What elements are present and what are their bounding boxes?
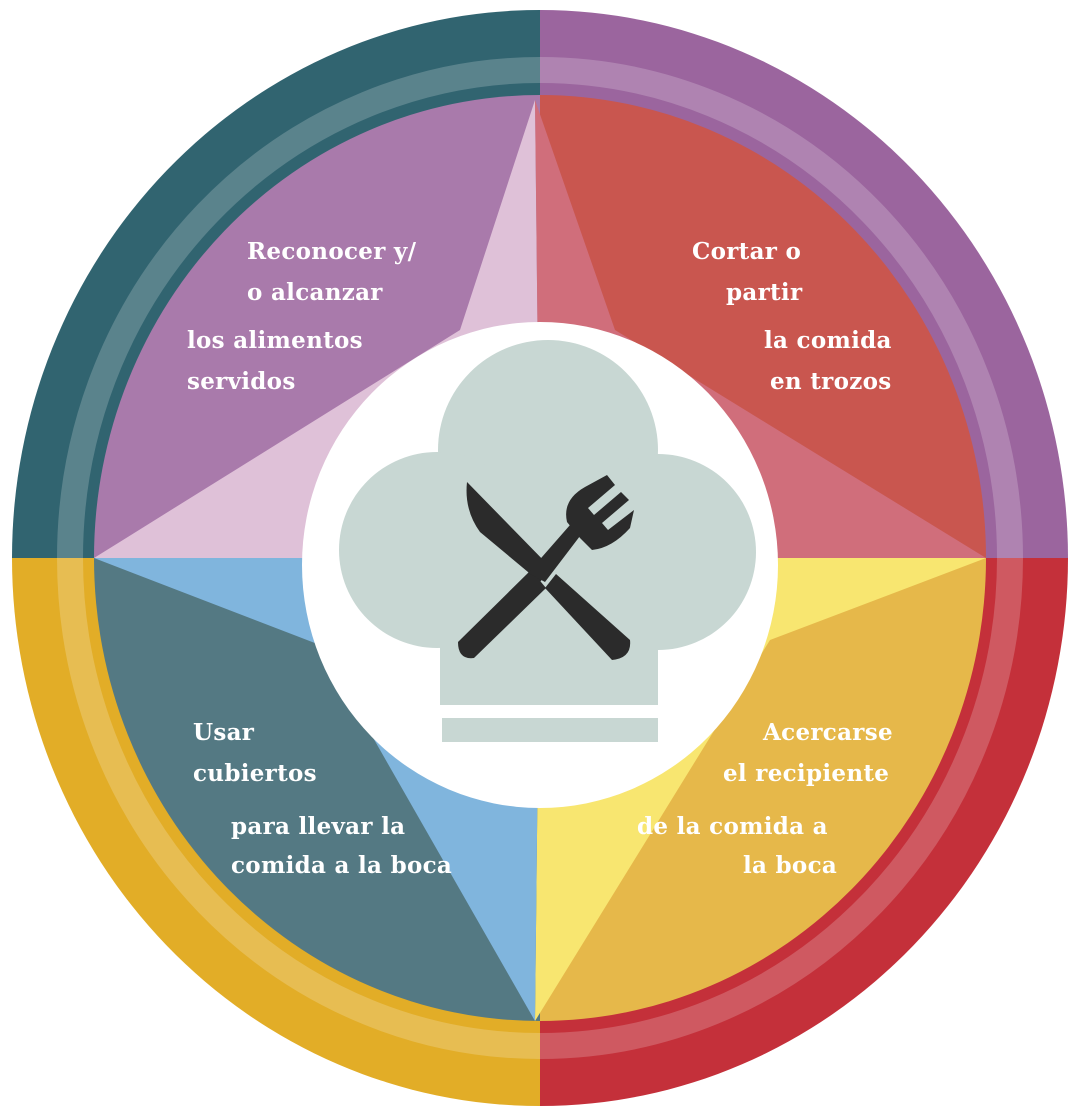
- text-top-right-line-1: Cortar o: [692, 238, 801, 265]
- light-band: [57, 57, 1023, 1059]
- text-top-left-line-3: los alimentos: [187, 327, 363, 354]
- text-bottom-left-line-1: Usar: [193, 719, 255, 746]
- text-bottom-left-line-4: comida a la boca: [231, 852, 452, 879]
- text-bottom-right-line-4: la boca: [743, 852, 837, 879]
- text-bottom-left-line-3: para llevar la: [231, 813, 405, 840]
- text-top-left-line-4: servidos: [187, 368, 296, 395]
- text-bottom-right: Acercarse el recipiente de la comida a l…: [637, 719, 893, 879]
- text-top-right: Cortar o partir la comida en trozos: [692, 238, 892, 395]
- crossed-knife-and-fork-icon: [458, 475, 634, 660]
- text-top-left-line-2: o alcanzar: [247, 279, 383, 306]
- text-bottom-right-line-3: de la comida a: [637, 813, 828, 840]
- text-bottom-left: Usar cubiertos para llevar la comida a l…: [193, 719, 452, 879]
- text-top-right-line-4: en trozos: [770, 368, 892, 395]
- text-top-right-line-2: partir: [726, 279, 803, 306]
- text-bottom-right-line-2: el recipiente: [723, 760, 889, 787]
- text-top-left: Reconocer y/ o alcanzar los alimentos se…: [187, 238, 417, 395]
- text-bottom-right-line-1: Acercarse: [762, 719, 893, 746]
- text-bottom-left-line-2: cubiertos: [193, 760, 317, 787]
- text-top-right-line-3: la comida: [764, 327, 892, 354]
- text-top-left-line-1: Reconocer y/: [247, 238, 417, 265]
